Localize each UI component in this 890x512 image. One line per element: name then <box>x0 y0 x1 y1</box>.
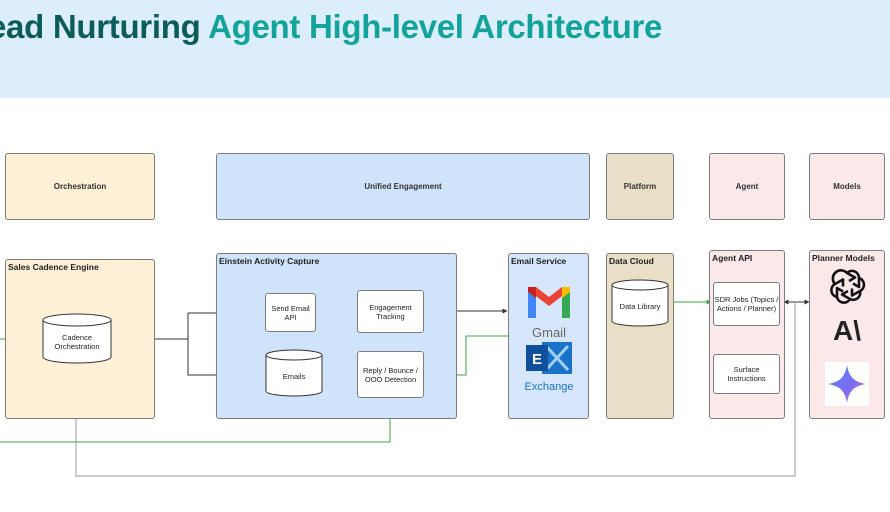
data-library-label: Data Library <box>619 302 661 311</box>
gmail-logo: Gmail <box>525 284 573 340</box>
panel-planner-models-title: Planner Models <box>812 253 875 263</box>
surface-instructions-label: Surface Instructions <box>727 365 766 383</box>
cadence-orchestration-label: Cadence Orchestration <box>54 332 100 351</box>
cylinder-shape <box>611 279 669 327</box>
title-part-1: ead Nurturing <box>0 8 201 45</box>
header-orchestration: Orchestration <box>5 153 155 220</box>
header-platform-label: Platform <box>623 182 657 191</box>
cadence-orchestration-db: Cadence Orchestration <box>42 313 112 364</box>
panel-email-service-title: Email Service <box>511 256 567 266</box>
panel-einstein-title: Einstein Activity Capture <box>219 256 320 266</box>
header-models-label: Models <box>833 182 861 191</box>
send-email-api-label: Send Email API <box>271 303 310 322</box>
engagement-tracking-label: Engagement Tracking <box>369 302 412 321</box>
gemini-star-shape <box>828 365 866 403</box>
surface-instructions-box: Surface Instructions <box>713 354 780 394</box>
title-part-2: Agent High-level Architecture <box>208 8 663 45</box>
sdr-jobs-label: SDR Jobs (Topics / Actions / Planner) <box>714 295 779 313</box>
panel-email-service: Email Service <box>508 253 589 419</box>
exchange-logo: E Exchange <box>518 336 580 398</box>
sdr-jobs-box: SDR Jobs (Topics / Actions / Planner) <box>713 282 780 326</box>
header-unified-engagement: Unified Engagement <box>216 153 590 220</box>
panel-sales-cadence-engine: Sales Cadence Engine <box>5 259 155 419</box>
header-agent: Agent <box>709 153 785 220</box>
title-banner: ead Nurturing Agent High-level Architect… <box>0 0 890 98</box>
gmail-label: Gmail <box>532 325 566 340</box>
reply-detection-box: Reply / Bounce / OOO Detection <box>357 351 424 398</box>
panel-data-cloud: Data Cloud <box>606 253 674 419</box>
openai-icon <box>828 268 866 306</box>
line-agent-to-cadence-loop <box>73 302 796 477</box>
engagement-tracking-box: Engagement Tracking <box>357 290 424 333</box>
header-agent-label: Agent <box>735 182 759 191</box>
panel-agent-api-title: Agent API <box>712 253 753 263</box>
openai-logo-shape <box>830 269 866 304</box>
svg-text:E: E <box>532 351 542 368</box>
exchange-label: Exchange <box>524 381 574 393</box>
panel-data-cloud-title: Data Cloud <box>609 256 654 266</box>
reply-detection-label: Reply / Bounce / OOO Detection <box>362 365 419 384</box>
emails-db: Emails <box>265 349 323 398</box>
send-email-api-box: Send Email API <box>265 293 316 332</box>
emails-label: Emails <box>282 372 306 381</box>
cylinder-shape <box>265 349 323 397</box>
exchange-icon: E <box>526 342 572 374</box>
header-platform: Platform <box>606 153 674 220</box>
header-models: Models <box>809 153 885 220</box>
anthropic-icon: A\ <box>833 315 861 346</box>
header-unified-engagement-label: Unified Engagement <box>364 182 442 191</box>
panel-sales-cadence-title: Sales Cadence Engine <box>8 262 99 272</box>
gmail-icon <box>528 287 570 318</box>
gemini-icon <box>825 362 869 406</box>
page-title: ead Nurturing Agent High-level Architect… <box>0 8 662 46</box>
cylinder-shape <box>42 313 112 364</box>
header-orchestration-label: Orchestration <box>53 182 107 191</box>
data-library-db: Data Library <box>611 279 669 328</box>
